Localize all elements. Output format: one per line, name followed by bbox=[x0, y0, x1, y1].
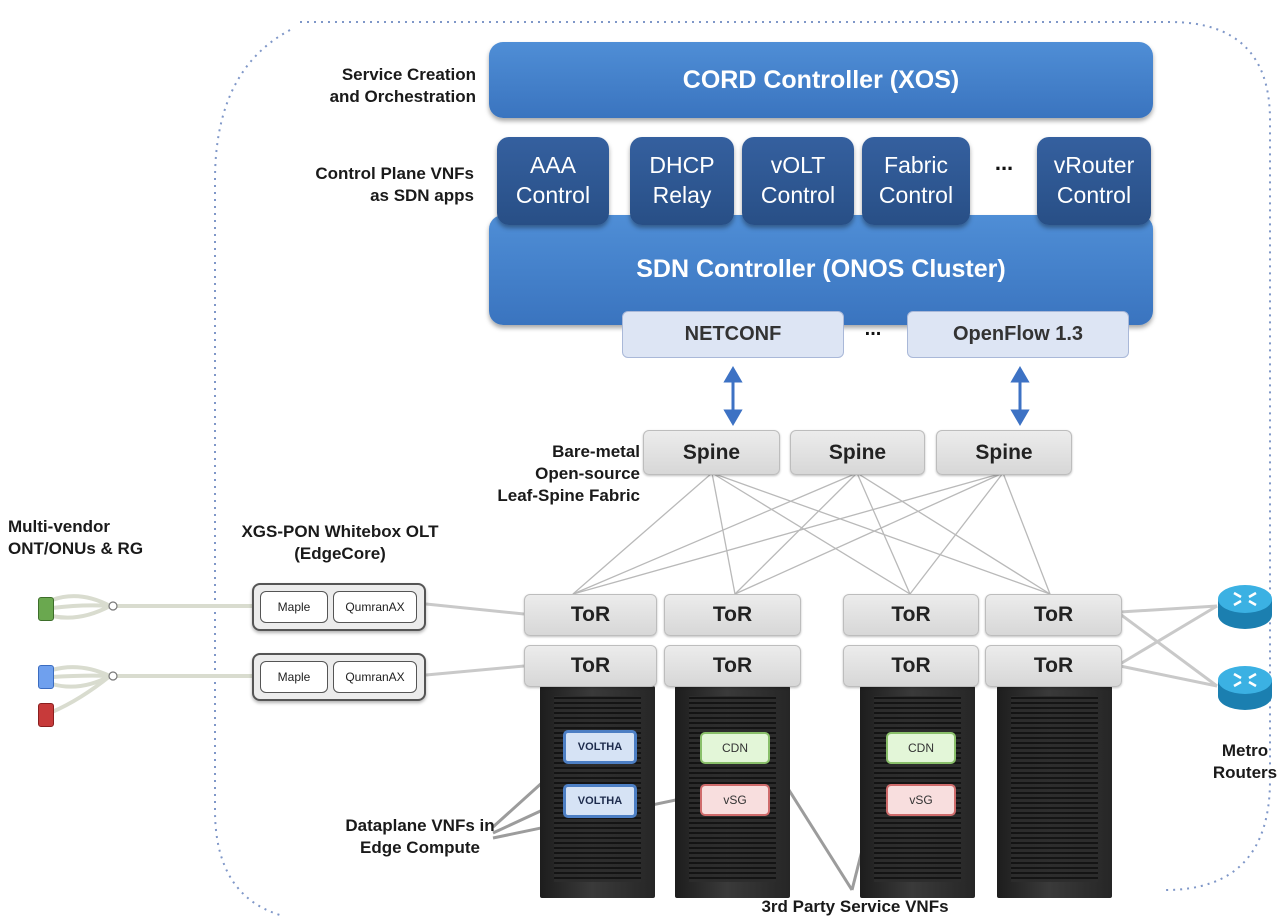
openflow-box: OpenFlow 1.3 bbox=[907, 311, 1129, 358]
service-creation-label: Service Creation and Orchestration bbox=[329, 65, 476, 107]
tor-switch-1a: ToR bbox=[524, 594, 657, 636]
tor-switch-3a: ToR bbox=[843, 594, 979, 636]
spine-switch-1: Spine bbox=[643, 430, 780, 475]
vnf-line2: Control bbox=[878, 182, 954, 208]
vnf-ellipsis: ... bbox=[994, 150, 1014, 175]
netconf-box: NETCONF bbox=[622, 311, 844, 358]
olt-whitebox-1: Maple QumranAX bbox=[252, 583, 426, 631]
vnf-vrouter-control: vRouter Control bbox=[1037, 137, 1151, 225]
sdn-controller-label: SDN Controller (ONOS Cluster) bbox=[636, 255, 1006, 283]
vnf-line1: vRouter bbox=[1053, 152, 1135, 179]
tor-switch-2b: ToR bbox=[664, 645, 801, 687]
ont-green-icon bbox=[38, 597, 54, 621]
bare-metal-label: Bare-metal Open-source Leaf-Spine Fabric bbox=[497, 442, 640, 506]
dataplane-label: Dataplane VNFs in Edge Compute bbox=[345, 816, 495, 858]
openflow-label: OpenFlow 1.3 bbox=[952, 323, 1084, 345]
control-plane-label: Control Plane VNFs as SDN apps bbox=[315, 164, 474, 206]
protocol-ellipsis: ... bbox=[864, 318, 882, 340]
maple-chip: Maple bbox=[260, 661, 328, 693]
netconf-label: NETCONF bbox=[684, 323, 782, 345]
spine-switch-3: Spine bbox=[936, 430, 1072, 475]
cdn-box-2: CDN bbox=[886, 732, 956, 764]
vnf-volt-control: vOLT Control bbox=[742, 137, 854, 225]
voltha-box-1: VOLTHA bbox=[563, 730, 637, 764]
ont-red-icon bbox=[38, 703, 54, 727]
tor-switch-2a: ToR bbox=[664, 594, 801, 636]
metro-router-2-icon bbox=[1218, 666, 1272, 710]
vnf-dhcp-relay: DHCP Relay bbox=[630, 137, 734, 225]
vnf-fabric-control: Fabric Control bbox=[862, 137, 970, 225]
vnf-line2: Control bbox=[515, 182, 591, 208]
server-rack-4 bbox=[997, 686, 1112, 898]
metro-router-1-icon bbox=[1218, 585, 1272, 629]
dotted-boundary bbox=[214, 21, 1271, 916]
metro-routers-label: Metro Routers bbox=[1212, 741, 1278, 783]
splitter-2 bbox=[108, 671, 118, 681]
third-party-label: 3rd Party Service VNFs bbox=[761, 897, 949, 916]
netconf-arrow bbox=[723, 366, 743, 426]
tor-router-links bbox=[1119, 604, 1218, 688]
tor-switch-3b: ToR bbox=[843, 645, 979, 687]
vnf-line1: Fabric bbox=[884, 152, 948, 179]
ont-blue-icon bbox=[38, 665, 54, 689]
spine-switch-2: Spine bbox=[790, 430, 925, 475]
vnf-line2: Control bbox=[760, 182, 836, 208]
tor-switch-4a: ToR bbox=[985, 594, 1122, 636]
leaf-spine-links bbox=[572, 472, 1051, 595]
qumranax-chip: QumranAX bbox=[333, 661, 417, 693]
vnf-line2: Relay bbox=[652, 182, 712, 208]
vnf-aaa-control: AAA Control bbox=[497, 137, 609, 225]
cord-controller-box: CORD Controller (XOS) bbox=[489, 42, 1153, 118]
pon-fibers bbox=[51, 594, 255, 714]
maple-chip: Maple bbox=[260, 591, 328, 623]
vnf-line1: AAA bbox=[529, 152, 577, 179]
olt-tor-links bbox=[425, 602, 525, 677]
splitter-1 bbox=[108, 601, 118, 611]
vnf-line2: Control bbox=[1056, 182, 1132, 208]
voltha-box-2: VOLTHA bbox=[563, 784, 637, 818]
tor-switch-4b: ToR bbox=[985, 645, 1122, 687]
vnf-line1: DHCP bbox=[649, 152, 715, 179]
sdn-controller-box: SDN Controller (ONOS Cluster) bbox=[489, 215, 1153, 325]
vsg-box-1: vSG bbox=[700, 784, 770, 816]
tor-switch-1b: ToR bbox=[524, 645, 657, 687]
vsg-box-2: vSG bbox=[886, 784, 956, 816]
qumranax-chip: QumranAX bbox=[333, 591, 417, 623]
cdn-box-1: CDN bbox=[700, 732, 770, 764]
openflow-arrow bbox=[1010, 366, 1030, 426]
xgs-pon-label: XGS-PON Whitebox OLT (EdgeCore) bbox=[241, 522, 439, 564]
multi-vendor-label: Multi-vendor ONT/ONUs & RG bbox=[8, 517, 144, 559]
vnf-line1: vOLT bbox=[770, 152, 826, 179]
cord-controller-label: CORD Controller (XOS) bbox=[682, 65, 960, 94]
olt-whitebox-2: Maple QumranAX bbox=[252, 653, 426, 701]
